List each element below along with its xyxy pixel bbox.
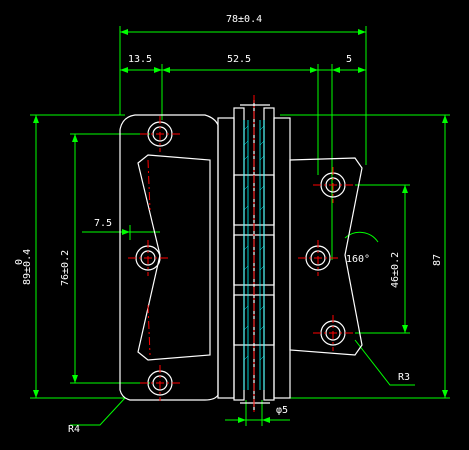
left-leaf-cutout (137, 154, 211, 361)
leader-r3 (354, 339, 415, 386)
dim-text-r4: R4 (68, 424, 80, 435)
arrowheads (33, 29, 448, 423)
dim-text-overall-height: 89±0.4 (22, 249, 33, 285)
knuckle-right (273, 117, 291, 399)
pin-hatch-diagonals (243, 125, 265, 361)
leader-r4 (70, 397, 126, 426)
dimension-lines (30, 26, 450, 426)
dim-text-hole-spacing-left: 76±0.2 (60, 250, 71, 286)
dim-text-offset: 7.5 (94, 218, 112, 229)
knuckle-left (217, 117, 235, 399)
center-lines (128, 95, 353, 412)
dim-text-pin-diameter: φ5 (276, 405, 288, 416)
pin-outer-left (233, 107, 245, 401)
right-leaf-outline (289, 157, 363, 356)
dim-text-height-right: 87 (432, 254, 443, 266)
dim-text-r3: R3 (398, 372, 410, 383)
dim-text-angle: 160° (346, 254, 370, 265)
dim-text-hole-spacing-right: 46±0.2 (390, 252, 401, 288)
pin-outer-right (263, 107, 275, 401)
left-leaf-outline (119, 114, 219, 401)
dim-text-left-width: 13.5 (128, 54, 152, 65)
angle-arc (344, 231, 379, 243)
pin-hatching (243, 120, 265, 390)
dim-text-extra-mark: 0 (14, 259, 25, 265)
hinge-outline (119, 100, 363, 410)
dim-text-right-width: 5 (346, 54, 352, 65)
dim-text-overall-width: 78±0.4 (226, 14, 262, 25)
dim-text-middle-width: 52.5 (227, 54, 251, 65)
